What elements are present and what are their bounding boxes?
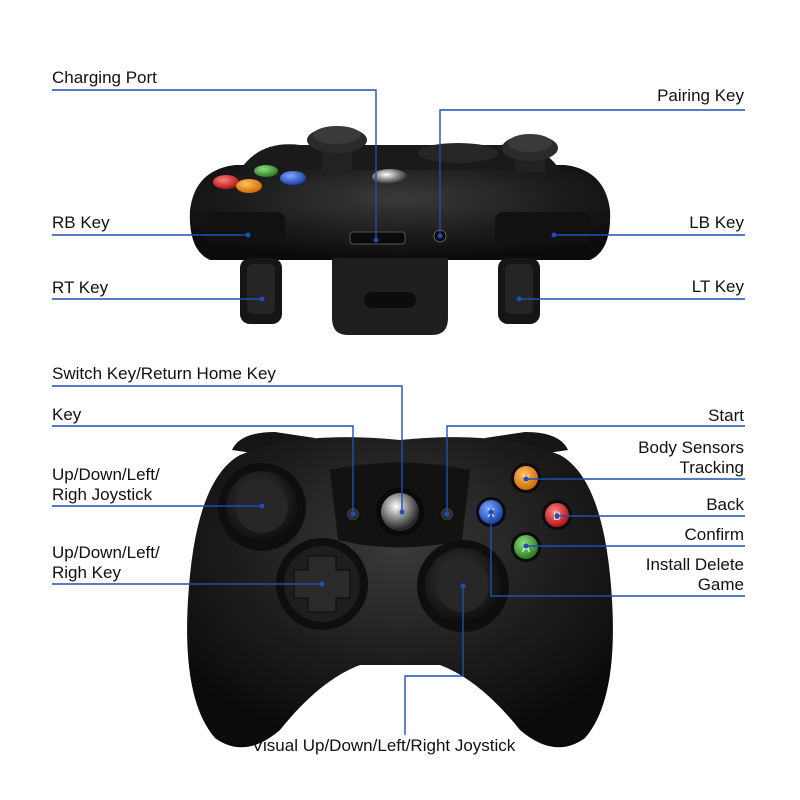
right-stick-top-icon bbox=[502, 134, 558, 172]
rb-bumper-icon bbox=[205, 212, 285, 244]
button-b-top-icon bbox=[213, 175, 239, 189]
label-charging-port: Charging Port bbox=[52, 68, 157, 87]
dpad-top-icon bbox=[418, 143, 498, 163]
label-lb-key: LB Key bbox=[689, 213, 744, 232]
guide-button-top-icon bbox=[372, 169, 408, 185]
button-x-top-icon bbox=[280, 171, 306, 185]
leader-lines bbox=[52, 89, 745, 735]
label-start: Start bbox=[708, 406, 744, 425]
label-key: Key bbox=[52, 405, 82, 424]
leader-start bbox=[446, 425, 745, 514]
label-back: Back bbox=[706, 495, 744, 514]
label-confirm: Confirm bbox=[684, 525, 744, 544]
leader-pairing-key bbox=[439, 109, 745, 236]
leader-switch-key bbox=[52, 385, 403, 512]
label-rt-key: RT Key bbox=[52, 278, 109, 297]
leader-charging-port bbox=[52, 89, 377, 240]
label-dpad-line2: Righ Key bbox=[52, 563, 121, 582]
button-y-top-icon bbox=[236, 179, 262, 193]
lb-bumper-icon bbox=[495, 212, 590, 244]
controller-top-view bbox=[189, 126, 611, 335]
leader-visual-joystick bbox=[404, 586, 464, 735]
label-body-sensors-line2: Tracking bbox=[679, 458, 744, 477]
label-visual-joystick: Visual Up/Down/Left/Right Joystick bbox=[252, 736, 516, 755]
label-dpad-line1: Up/Down/Left/ bbox=[52, 543, 160, 562]
label-install-delete-line2: Game bbox=[697, 575, 744, 594]
button-a-top-icon bbox=[254, 165, 278, 177]
left-stick-top-icon bbox=[307, 126, 367, 172]
label-pairing-key: Pairing Key bbox=[657, 86, 744, 105]
label-install-delete-line1: Install Delete bbox=[645, 555, 744, 574]
label-lt-key: LT Key bbox=[691, 277, 744, 296]
label-body-sensors-line1: Body Sensors bbox=[638, 438, 744, 457]
label-left-joystick-line2: Righ Joystick bbox=[52, 485, 153, 504]
leader-key bbox=[52, 425, 354, 514]
label-switch-key: Switch Key/Return Home Key bbox=[52, 364, 276, 383]
label-rb-key: RB Key bbox=[52, 213, 110, 232]
label-left-joystick-line1: Up/Down/Left/ bbox=[52, 465, 160, 484]
leader-install-delete bbox=[490, 512, 745, 597]
